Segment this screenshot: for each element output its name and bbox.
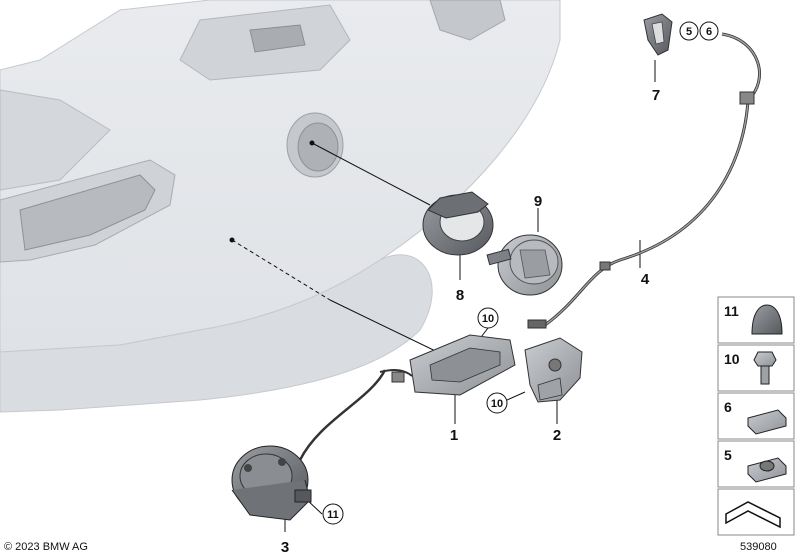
side-parts-panel: 11 10 6 5	[717, 296, 795, 536]
part-9-emblem-switch	[486, 234, 563, 296]
seal-strip-icon	[725, 501, 781, 529]
callout-7: 7	[652, 87, 660, 104]
circled-callout-5: 5	[686, 26, 692, 38]
part-2-mounting-bracket	[524, 337, 583, 403]
side-label-11: 11	[724, 303, 739, 319]
tailgate-body	[0, 0, 561, 413]
callout-labels: 1 2 3 4 7 8 9	[281, 87, 660, 556]
copyright: © 2023 BMW AG	[4, 541, 88, 553]
grommet-clip-icon	[747, 457, 787, 483]
callout-3: 3	[281, 539, 289, 556]
circled-callout-10-top: 10	[482, 313, 494, 325]
clip-icon	[747, 409, 787, 435]
circled-callout-11: 11	[327, 509, 339, 521]
callout-8: 8	[456, 287, 464, 304]
circled-callout-6: 6	[706, 26, 712, 38]
leader-lines	[229, 26, 719, 532]
callout-4: 4	[641, 271, 650, 288]
part-4-bowden-cable	[527, 32, 761, 329]
part-8-camera-housing	[422, 191, 494, 256]
side-label-6: 6	[724, 399, 732, 415]
circled-callout-10-bracket: 10	[491, 398, 503, 410]
rubber-buffer-icon	[751, 304, 783, 335]
side-box-10	[717, 344, 795, 392]
callout-2: 2	[553, 427, 561, 444]
side-label-10: 10	[724, 351, 740, 367]
side-label-5: 5	[724, 447, 732, 463]
callout-1: 1	[450, 427, 458, 444]
part-1-lock-bracket	[379, 334, 516, 396]
part-3-drive-motor	[231, 369, 387, 521]
circled-callouts: 5 6 10 10 11	[322, 21, 719, 525]
diagram-number: 539080	[740, 541, 777, 553]
bolt-icon	[753, 351, 777, 385]
callout-9: 9	[534, 193, 542, 210]
part-7-release-handle	[643, 13, 673, 56]
